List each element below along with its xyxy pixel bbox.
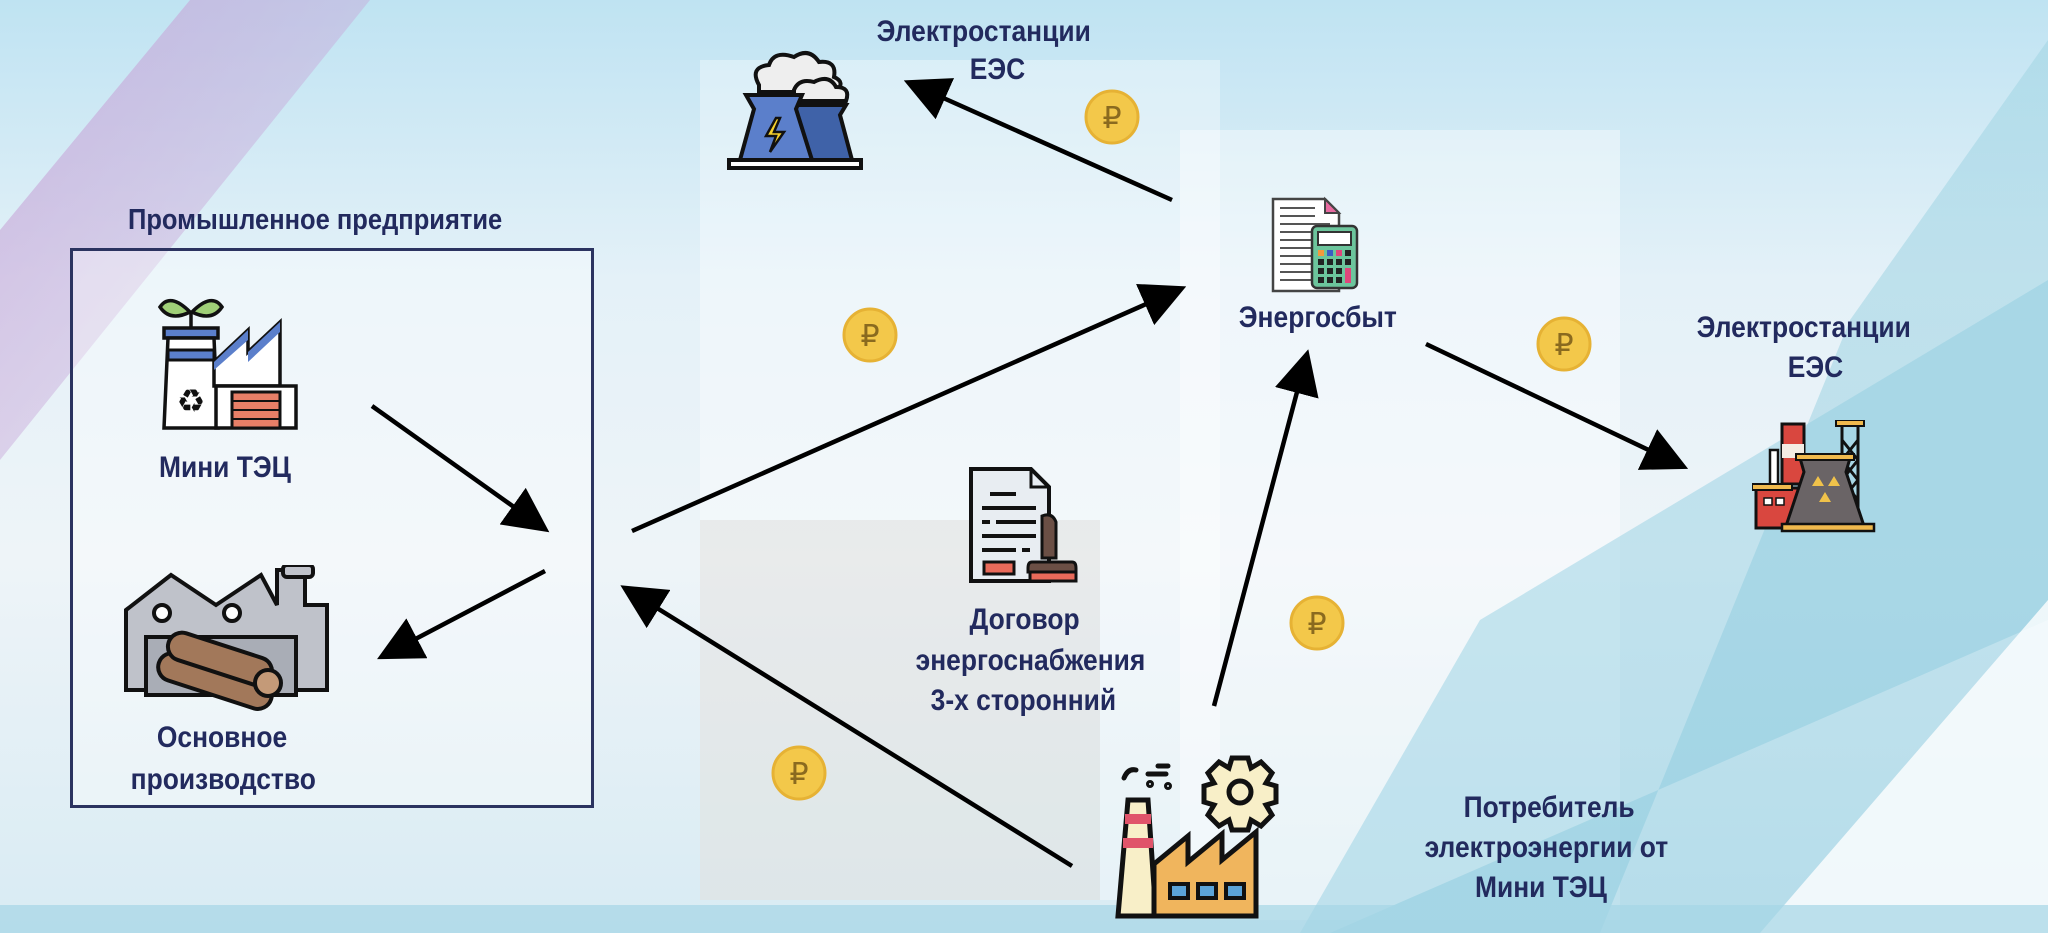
arrow-consumer-to-energosbyt xyxy=(1211,349,1319,707)
sawmill-factory-icon xyxy=(124,565,329,711)
nuclear-power-plant-icon xyxy=(1752,420,1876,533)
cooling-tower-power-plant-icon xyxy=(727,51,863,170)
ruble-coin-icon: ₽ xyxy=(1536,316,1592,372)
contract-label-line1: Договор xyxy=(969,603,1080,636)
ruble-coin-icon: ₽ xyxy=(1084,89,1140,145)
factory-gear-icon xyxy=(1115,755,1279,919)
energosbyt-label: Энергосбыт xyxy=(1238,301,1397,334)
consumer-label-line3: Мини ТЭЦ xyxy=(1474,871,1607,904)
arrow-hub-to-main-production xyxy=(377,569,547,660)
arrow-consumer-to-hub xyxy=(620,585,1074,868)
eec-right-label-line1: Электростанции xyxy=(1696,311,1911,344)
eec-top-label-line2: ЕЭС xyxy=(969,53,1026,86)
ruble-coin-icon: ₽ xyxy=(842,307,898,363)
coin-symbol: ₽ xyxy=(1102,101,1121,136)
arrow-hub-to-energosbyt xyxy=(631,283,1187,534)
arrow-mini-tec-to-hub xyxy=(370,404,550,533)
coin-symbol: ₽ xyxy=(1554,328,1573,363)
arrow-energosbyt-to-eec-top xyxy=(903,78,1173,203)
ruble-coin-icon: ₽ xyxy=(1289,595,1345,651)
ruble-coin-icon: ₽ xyxy=(771,745,827,801)
eco-factory-icon: ♻ xyxy=(157,298,298,430)
arrow-energosbyt-to-eec-right xyxy=(1425,341,1689,470)
contract-label-line2: энергоснабжения xyxy=(915,644,1146,677)
consumer-label-line1: Потребитель xyxy=(1463,791,1635,824)
mini-tec-label: Мини ТЭЦ xyxy=(158,451,291,484)
consumer-label-line2: электроэнергии от xyxy=(1424,831,1669,864)
main-production-label-line1: Основное xyxy=(156,721,288,754)
contract-stamp-icon xyxy=(969,467,1078,583)
eec-right-label-line2: ЕЭС xyxy=(1787,351,1844,384)
document-calculator-icon xyxy=(1271,196,1359,293)
enterprise-title: Промышленное предприятие xyxy=(128,204,503,236)
eec-top-label-line1: Электростанции xyxy=(876,15,1091,48)
coin-symbol: ₽ xyxy=(1307,607,1326,642)
coin-symbol: ₽ xyxy=(860,319,879,354)
svg-text:♻: ♻ xyxy=(177,383,206,419)
contract-label-line3: 3-х сторонний xyxy=(930,684,1117,717)
coin-symbol: ₽ xyxy=(789,757,808,792)
main-production-label-line2: производство xyxy=(130,763,316,796)
